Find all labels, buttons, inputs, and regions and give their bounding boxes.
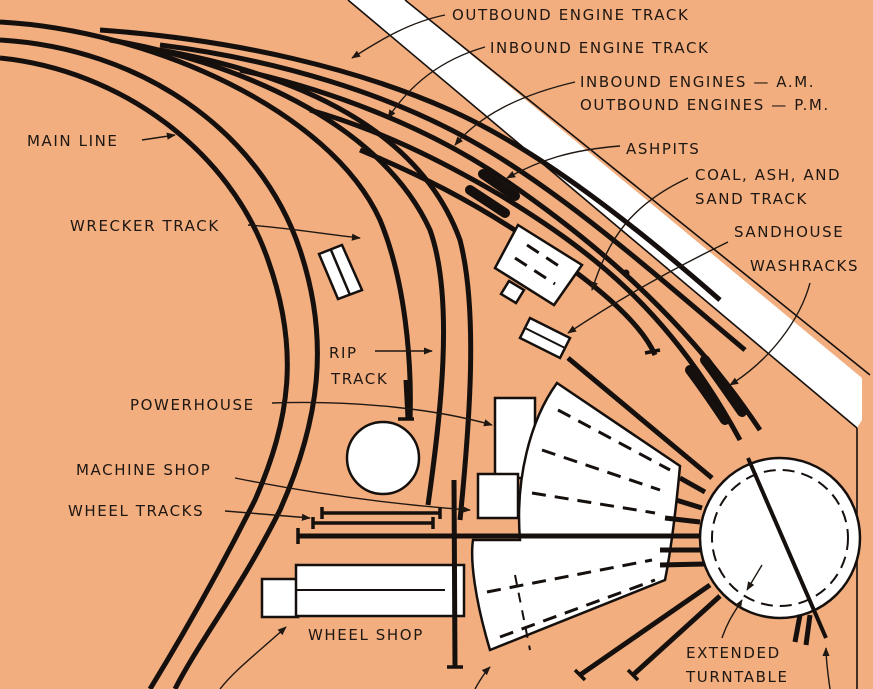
- wheel-shop: [260, 479, 466, 669]
- turntable: [698, 456, 862, 639]
- label-turntable: TURNTABLE: [685, 668, 789, 686]
- label-rip-track: TRACK: [330, 370, 388, 388]
- label-wheel-tracks: WHEEL TRACKS: [68, 502, 204, 520]
- label-wrecker-track: WRECKER TRACK: [70, 217, 220, 235]
- label-ashpits: ASHPITS: [626, 140, 700, 158]
- label-outbound-engines-pm: OUTBOUND ENGINES — P.M.: [580, 96, 830, 114]
- coal-dot: [622, 269, 630, 277]
- label-inbound-engines-am: INBOUND ENGINES — A.M.: [580, 73, 815, 91]
- label-inbound-engine-track: INBOUND ENGINE TRACK: [490, 39, 710, 57]
- wheel-tracks: [311, 507, 442, 529]
- label-sandhouse: SANDHOUSE: [734, 223, 844, 241]
- washracks: [685, 355, 747, 425]
- label-main-line: MAIN LINE: [27, 132, 119, 150]
- label-coal-ash-sand-1: COAL, ASH, AND: [695, 166, 841, 184]
- coaling-tower: [493, 223, 584, 307]
- main-line-outer: [0, 55, 290, 689]
- label-powerhouse: POWERHOUSE: [130, 396, 255, 414]
- ashpits: [465, 169, 630, 277]
- label-wheel-shop: WHEEL SHOP: [308, 626, 424, 644]
- label-machine-shop: MACHINE SHOP: [76, 461, 211, 479]
- label-extended: EXTENDED: [686, 644, 781, 662]
- labels: OUTBOUND ENGINE TRACK INBOUND ENGINE TRA…: [27, 6, 859, 686]
- label-rip: RIP: [329, 344, 358, 362]
- label-washracks: WASHRACKS: [750, 257, 859, 275]
- sandhouse: [518, 316, 572, 360]
- powerhouse: [345, 420, 421, 496]
- roundhouse: [470, 381, 682, 652]
- wrecker-building: [317, 243, 364, 301]
- leader-lines: [141, 14, 831, 689]
- rip-track: [398, 379, 414, 421]
- main-line-inner: [0, 37, 320, 689]
- stall-tracks: [296, 356, 813, 682]
- curved-track-4: [109, 37, 447, 506]
- label-coal-ash-sand-2: SAND TRACK: [695, 190, 808, 208]
- label-outbound-engine-track: OUTBOUND ENGINE TRACK: [452, 6, 689, 24]
